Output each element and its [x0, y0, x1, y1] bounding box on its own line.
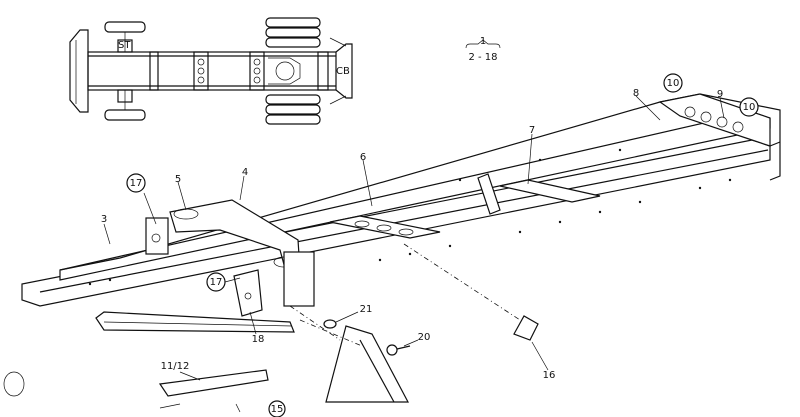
callout-label: 10 — [667, 78, 680, 89]
callout-circle — [206, 272, 226, 292]
header-reference: 1 2 - 18 — [465, 36, 501, 63]
callout-label: 8 — [633, 88, 639, 99]
callout-label: 20 — [418, 332, 431, 343]
callout-label: 3 — [101, 214, 107, 225]
callout-label: 4 — [242, 167, 248, 178]
header-ref-top: 1 — [480, 36, 486, 47]
callout-circle — [663, 73, 683, 93]
callout-label: 16 — [543, 370, 556, 381]
svg-text:CB: CB — [336, 66, 350, 77]
callout-label: 18 — [252, 334, 265, 345]
callout-label: 11/12 — [161, 361, 190, 372]
callout-label: 15 — [271, 404, 284, 415]
callout-label: 7 — [529, 125, 535, 136]
main-frame-assembly — [3, 93, 781, 413]
callout-label: 17 — [210, 277, 223, 288]
header-ref-range: 2 - 18 — [468, 52, 497, 63]
callout-labels: 3 4 5 6 7 8 9 10 10 17 17 18 21 20 16 11… — [101, 73, 759, 417]
callout-label: 6 — [360, 152, 366, 163]
callout-circle — [126, 173, 146, 193]
top-view-inset: CB ST — [69, 17, 353, 125]
callout-label: 17 — [130, 178, 143, 189]
callout-label: 21 — [360, 304, 373, 315]
callout-circle — [268, 400, 286, 417]
callout-circle — [739, 97, 759, 117]
callout-label: 9 — [717, 89, 723, 100]
callout-label: 5 — [175, 174, 181, 185]
svg-text:ST: ST — [118, 40, 131, 51]
callout-label: 10 — [743, 102, 756, 113]
